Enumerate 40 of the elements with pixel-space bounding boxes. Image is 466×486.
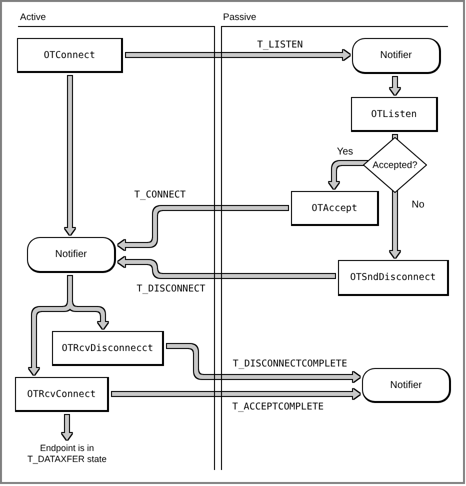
edge-label: T_DISCONNECTCOMPLETE [232,358,348,370]
block-arrow [65,76,75,235]
node-label: Notifier [55,249,87,260]
edge-label: T_ACCEPTCOMPLETE [232,402,324,412]
edge-label: Yes [336,146,354,158]
block-arrow [118,257,335,278]
process-box [17,38,123,73]
block-arrow [390,77,400,95]
lane-title: Active [20,12,46,23]
lane-title: Passive [223,12,256,23]
process-box [15,377,109,412]
rounded-box [362,368,451,403]
rounded-box [27,237,116,273]
rounded-box [352,38,441,74]
process-box [291,191,379,226]
block-arrow [167,344,360,382]
decision-diamond [363,137,427,193]
block-arrow [62,415,72,440]
node-label: OTRcvDisconnecct [62,342,154,354]
block-arrow [118,206,288,250]
node-label: OTSndDisconnect [350,272,436,283]
process-box [351,97,438,132]
edge-label: T_LISTEN [257,40,303,50]
block-arrow [126,50,350,60]
block-arrow [112,389,360,399]
node-label: OTListen [371,108,417,120]
edge-label: No [412,200,424,210]
decision-label: Accepted? [372,160,418,170]
node-label: Notifier [390,380,422,390]
node-label: OTAccept [312,202,358,214]
note-text: Endpoint is in T_DATAXFER state [17,442,117,466]
edge-label: T_CONNECT [134,190,186,200]
node-label: Notifier [380,50,412,61]
block-arrow [390,189,400,258]
edge-label: T_DISCONNECT [136,284,206,294]
node-label: OTRcvConnect [27,388,96,400]
node-label: OTConnect [44,50,96,60]
block-arrow [329,161,367,189]
process-box [338,260,449,296]
process-box [52,331,164,366]
